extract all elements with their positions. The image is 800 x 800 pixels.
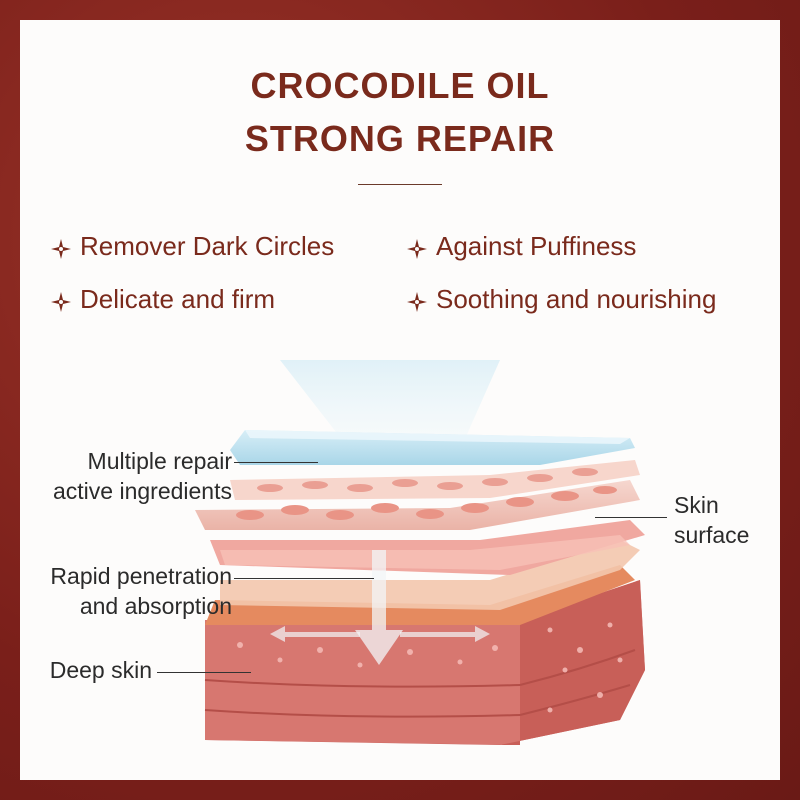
- sparkle-cross-icon: [406, 289, 428, 312]
- label-surface-line2: surface: [674, 522, 750, 548]
- skin-layers-illustration: [195, 360, 645, 745]
- sparkle-cross-icon: [50, 289, 72, 312]
- feature-text: Remover Dark Circles: [80, 231, 335, 261]
- dermis-layer: [205, 565, 635, 625]
- feature-text: Against Puffiness: [436, 231, 637, 261]
- leader-penetration: [234, 578, 374, 579]
- feature-soothing-nourishing: Soothing and nourishing: [406, 284, 716, 315]
- leader-repair: [234, 462, 318, 463]
- label-penetration-line2: and absorption: [79, 593, 232, 619]
- leader-deep: [157, 672, 251, 673]
- penetration-arrow: [355, 550, 403, 665]
- light-beam: [280, 360, 500, 450]
- sparkle-cross-icon: [50, 236, 72, 259]
- title-line-2: STRONG REPAIR: [244, 118, 556, 159]
- spread-arrows: [270, 626, 490, 642]
- feature-text: Delicate and firm: [80, 284, 276, 314]
- feature-text: Soothing and nourishing: [436, 284, 717, 314]
- absorption-layer: [220, 540, 640, 610]
- title-divider: [358, 184, 442, 185]
- label-surface-line1: Skin: [674, 492, 719, 518]
- label-repair-line1: Multiple repair: [87, 448, 232, 474]
- content-panel: CROCODILE OIL STRONG REPAIR Remover Dark…: [20, 20, 780, 780]
- feature-remover-dark-circles: Remover Dark Circles: [50, 231, 334, 262]
- feature-delicate-firm: Delicate and firm: [50, 284, 275, 315]
- upper-cells-layer: [230, 460, 640, 500]
- cells-layer: [195, 480, 640, 530]
- title-line-1: CROCODILE OIL: [250, 65, 550, 106]
- label-penetration-line1: Rapid penetration: [50, 563, 232, 589]
- label-deep-skin: Deep skin: [49, 657, 152, 683]
- sparkle-cross-icon: [406, 236, 428, 259]
- leader-surface: [595, 517, 667, 518]
- label-repair-line2: active ingredients: [53, 478, 232, 504]
- feature-against-puffiness: Against Puffiness: [406, 231, 636, 262]
